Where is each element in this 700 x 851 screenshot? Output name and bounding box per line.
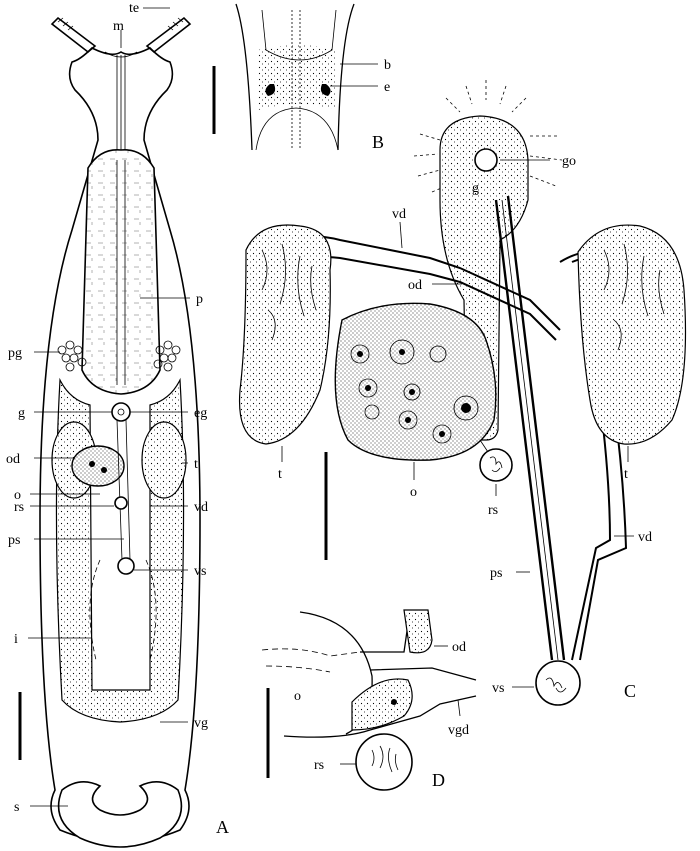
label-eg: eg (194, 406, 207, 421)
panel-d-detail: od o rs vgd D (262, 610, 476, 790)
label-od-a: od (6, 452, 20, 467)
label-o-c: o (410, 485, 417, 500)
panel-b-detail: b e B (214, 4, 391, 152)
label-vs-a: vs (194, 564, 206, 579)
label-s: s (14, 800, 19, 815)
label-rs-c: rs (488, 503, 498, 518)
label-rs-a: rs (14, 500, 24, 515)
label-o-d: o (294, 689, 301, 704)
panel-label-d: D (432, 770, 445, 790)
label-vd-c-top: vd (392, 207, 406, 222)
label-g-c: g (472, 181, 479, 196)
label-ps-c: ps (490, 566, 502, 581)
panel-label-a: A (216, 817, 229, 837)
label-vd-c-right: vd (638, 530, 652, 545)
label-rs-d: rs (314, 758, 324, 773)
label-vgd: vgd (448, 723, 469, 738)
label-pg: pg (8, 346, 22, 361)
label-t-a: t (194, 457, 198, 472)
label-p: p (196, 292, 203, 307)
panel-label-b: B (372, 132, 384, 152)
label-i: i (14, 632, 18, 647)
label-e: e (384, 80, 390, 95)
label-ps-a: ps (8, 533, 20, 548)
panel-a-body (40, 18, 200, 847)
label-g: g (18, 406, 25, 421)
label-t-c-right: t (624, 467, 628, 482)
label-od-d: od (452, 640, 466, 655)
panel-c-reproductive-system (240, 80, 686, 705)
label-m: m (113, 19, 124, 34)
label-vs-c: vs (492, 681, 504, 696)
label-vd-a: vd (194, 500, 208, 515)
label-t-c-left: t (278, 467, 282, 482)
label-vg: vg (194, 716, 208, 731)
panel-label-c: C (624, 681, 636, 701)
label-te: te (129, 1, 139, 16)
label-od-c: od (408, 278, 422, 293)
label-b: b (384, 58, 391, 73)
label-go: go (562, 154, 576, 169)
